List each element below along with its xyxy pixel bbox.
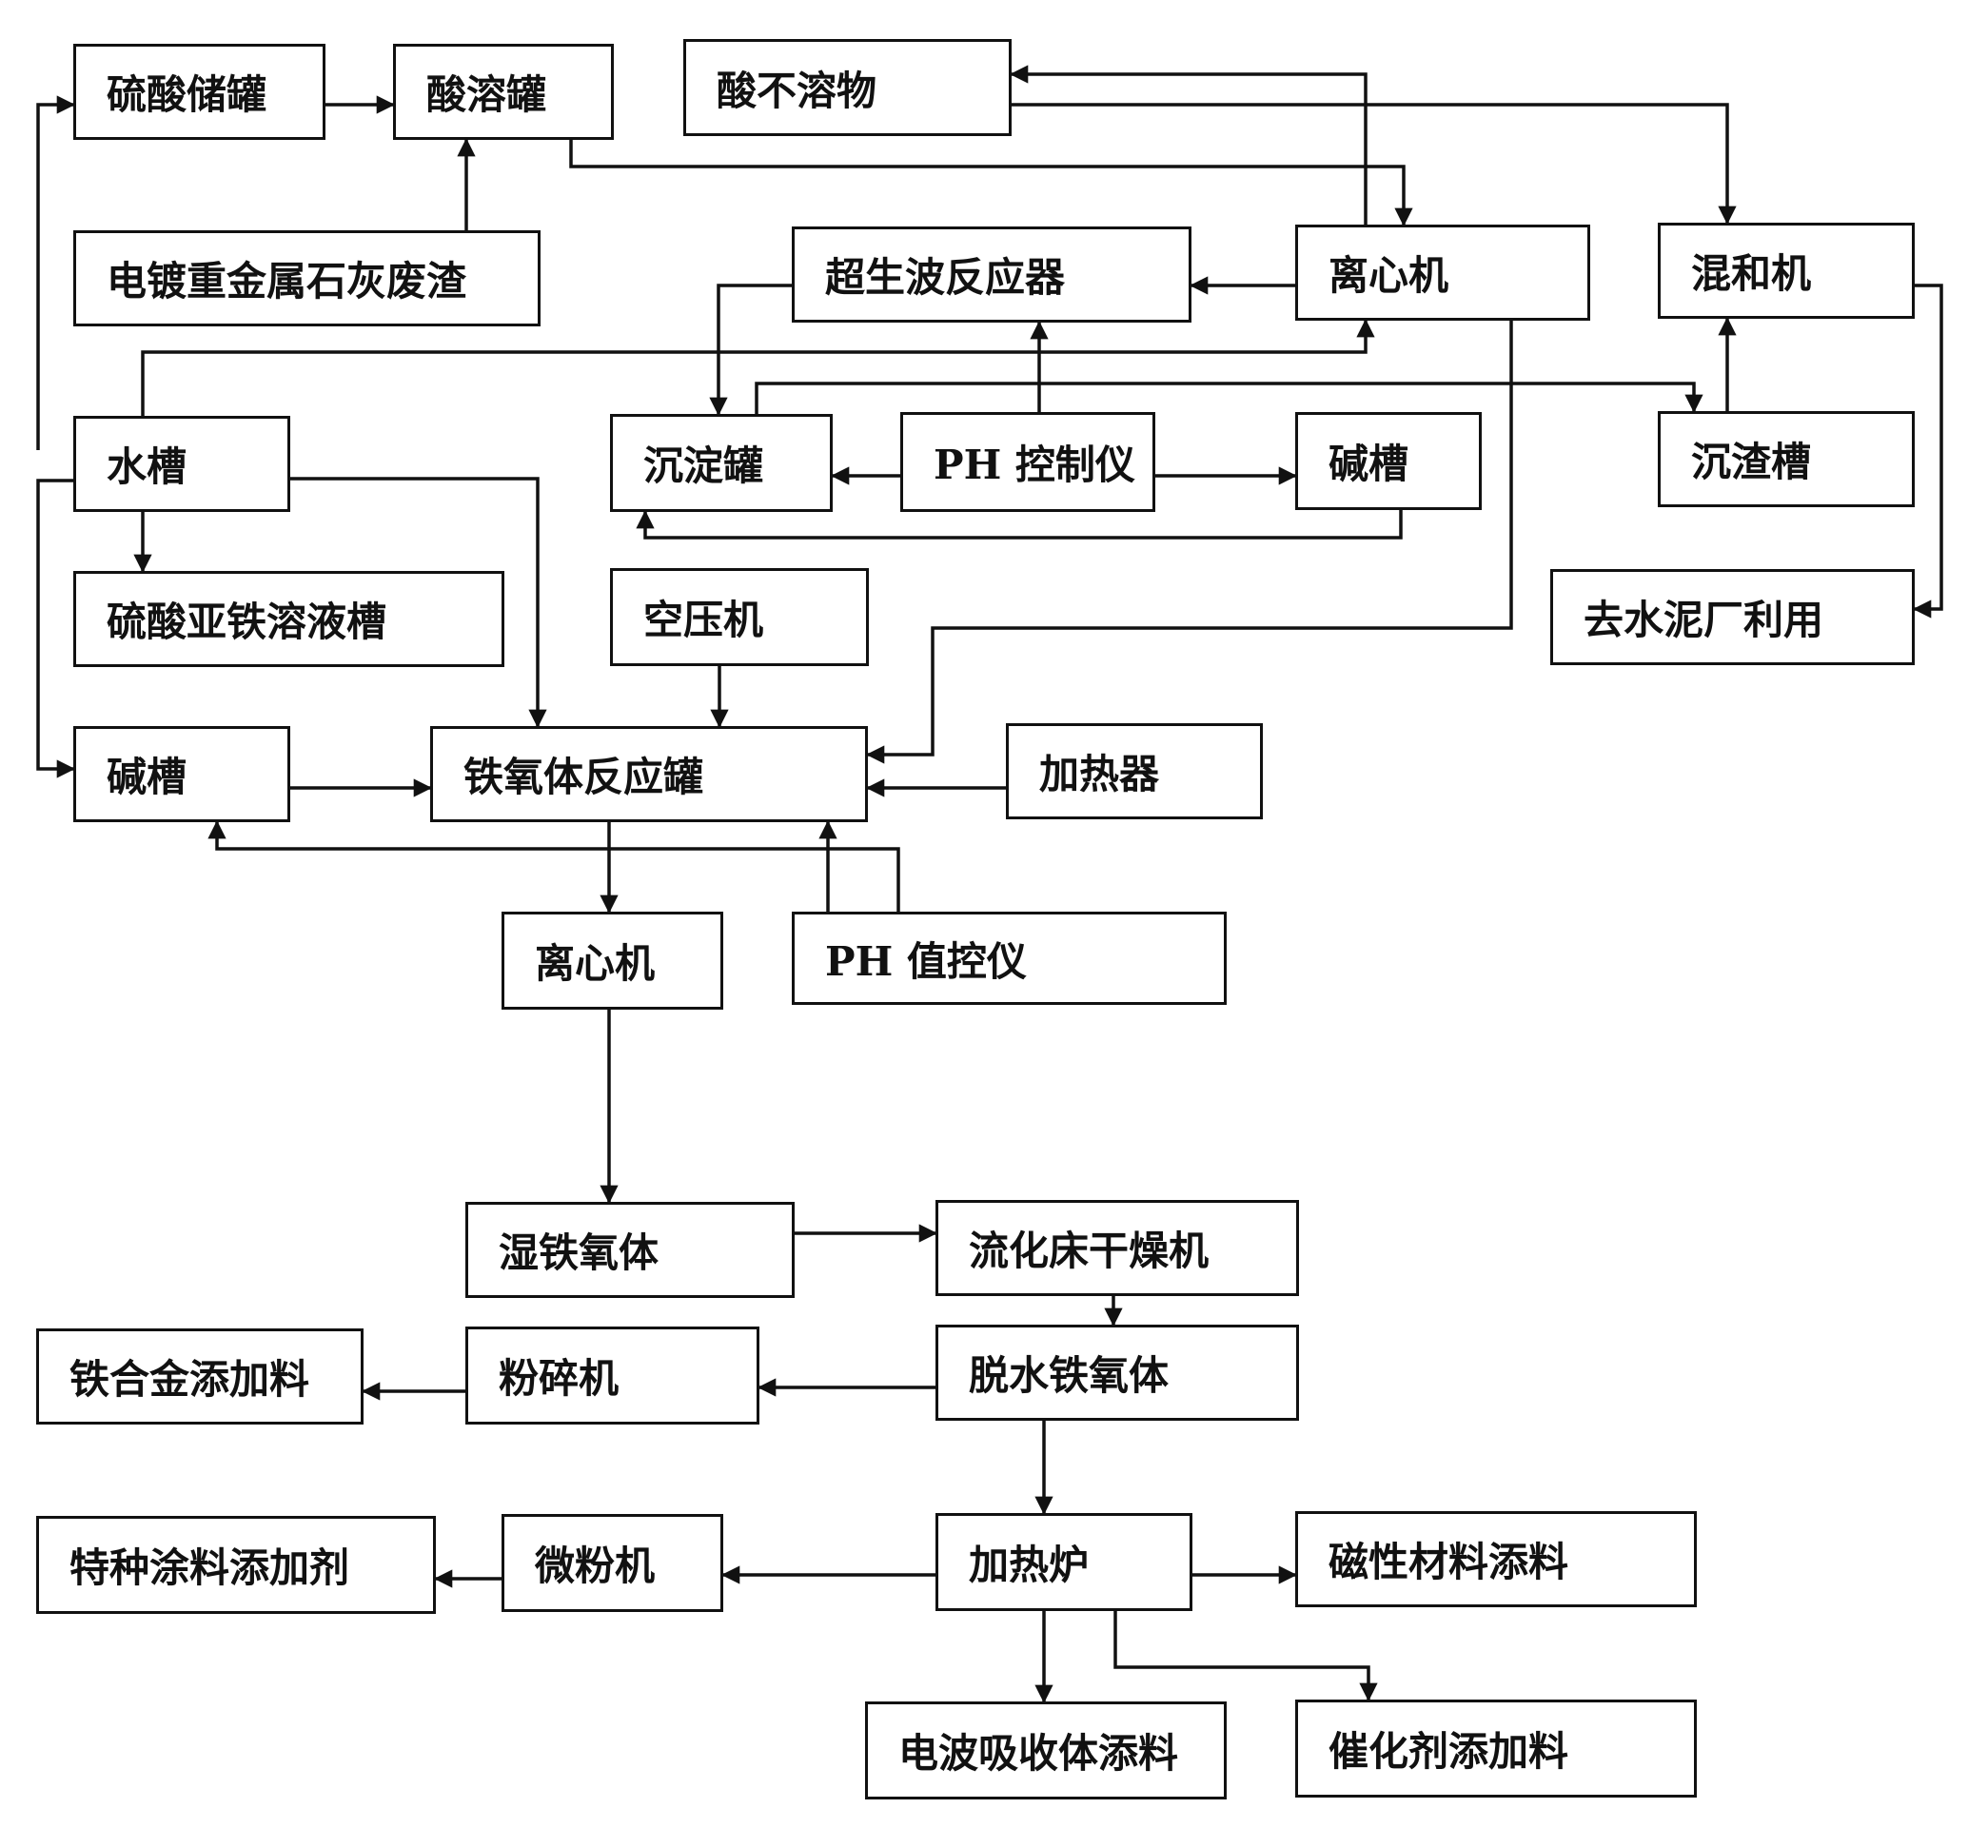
ferrite-reactor-label: 铁氧体反应罐 (463, 754, 704, 800)
arrow-centrifuge-to-insoluble (1010, 65, 1368, 225)
ph-value-controller-label: PH 值控仪 (825, 937, 1027, 985)
arrow-ph-value-to-alkali-left (207, 820, 900, 912)
wave-absorber-additive-label: 电波吸收体添料 (898, 1730, 1179, 1777)
arrow-water-to-ferrite-reactor (290, 477, 547, 728)
ferrous-sulfate-tank-label: 硫酸亚铁溶液槽 (107, 599, 387, 645)
air-compressor-label: 空压机 (643, 597, 764, 643)
alkali-tank-top-label: 碱槽 (1329, 441, 1409, 487)
acid-dissolve-tank-box: 酸溶罐 (393, 44, 614, 140)
ultrasonic-reactor-label: 超生波反应器 (825, 254, 1066, 301)
furnace-label: 加热炉 (969, 1542, 1090, 1588)
ferrite-reactor-box: 铁氧体反应罐 (430, 726, 868, 822)
heater-label: 加热器 (1039, 751, 1160, 797)
ph-controller-label: PH 控制仪 (934, 442, 1135, 488)
dehydrated-ferrite-box: 脱水铁氧体 (935, 1325, 1299, 1421)
crusher-label: 粉碎机 (499, 1355, 620, 1402)
crusher-box: 粉碎机 (465, 1327, 759, 1425)
arrow-insoluble-to-mixer (1012, 103, 1737, 225)
slag-tank-label: 沉渣槽 (1691, 439, 1812, 485)
ferrous-sulfate-tank-box: 硫酸亚铁溶液槽 (73, 571, 504, 667)
water-tank-label: 水槽 (107, 443, 187, 490)
sulfuric-acid-tank-box: 硫酸储罐 (73, 44, 325, 140)
ferroalloy-additive-box: 铁合金添加料 (36, 1328, 364, 1425)
lime-residue-label: 电镀重金属石灰废渣 (107, 258, 467, 305)
arrow-water-to-alkali-left (36, 479, 75, 778)
fluid-bed-dryer-label: 流化床干燥机 (969, 1228, 1210, 1274)
sulfuric-acid-tank-label: 硫酸储罐 (107, 71, 267, 118)
slag-tank-box: 沉渣槽 (1658, 411, 1915, 507)
arrow-settling-to-slag (755, 382, 1703, 414)
arrow-furnace-to-catalyst (1113, 1611, 1378, 1701)
micro-mill-box: 微粉机 (502, 1514, 723, 1612)
acid-dissolve-tank-label: 酸溶罐 (426, 71, 547, 118)
centrifuge-mid-box: 离心机 (502, 912, 723, 1010)
water-tank-box: 水槽 (73, 416, 290, 512)
centrifuge-mid-label: 离心机 (535, 940, 656, 987)
fluid-bed-dryer-box: 流化床干燥机 (935, 1200, 1299, 1296)
cement-plant-box: 去水泥厂利用 (1550, 569, 1915, 665)
centrifuge-top-label: 离心机 (1329, 252, 1449, 299)
ph-controller-box: PH 控制仪 (900, 412, 1155, 512)
settling-tank-label: 沉淀罐 (643, 442, 764, 489)
coating-additive-box: 特种涂料添加剂 (36, 1516, 436, 1614)
mixer-box: 混和机 (1658, 223, 1915, 319)
arrow-alkali-top-to-settling (636, 510, 1403, 540)
wave-absorber-additive-box: 电波吸收体添料 (865, 1701, 1227, 1799)
arrow-water-to-sulfuric (36, 95, 75, 450)
coating-additive-label: 特种涂料添加剂 (69, 1544, 350, 1591)
arrow-acid-tank-to-centrifuge (569, 140, 1413, 226)
ferroalloy-additive-label: 铁合金添加料 (69, 1356, 310, 1403)
heater-box: 加热器 (1006, 723, 1263, 819)
catalyst-additive-label: 催化剂添加料 (1329, 1728, 1569, 1775)
alkali-tank-top-box: 碱槽 (1295, 412, 1482, 510)
wet-ferrite-box: 湿铁氧体 (465, 1202, 795, 1298)
magnetic-additive-label: 磁性材料添料 (1329, 1539, 1569, 1585)
mixer-label: 混和机 (1691, 250, 1812, 297)
acid-insoluble-box: 酸不溶物 (683, 39, 1012, 136)
alkali-tank-left-label: 碱槽 (107, 754, 187, 800)
wet-ferrite-label: 湿铁氧体 (499, 1229, 659, 1276)
furnace-box: 加热炉 (935, 1513, 1192, 1611)
cement-plant-label: 去水泥厂利用 (1584, 597, 1824, 643)
arrow-ultrasonic-to-settling (709, 284, 792, 416)
air-compressor-box: 空压机 (610, 568, 869, 666)
ultrasonic-reactor-box: 超生波反应器 (792, 226, 1191, 323)
arrow-water-to-centrifuge (141, 319, 1375, 416)
micro-mill-label: 微粉机 (535, 1543, 656, 1589)
settling-tank-box: 沉淀罐 (610, 414, 833, 512)
arrow-mixer-to-cement (1913, 284, 1943, 619)
catalyst-additive-box: 催化剂添加料 (1295, 1700, 1697, 1798)
ph-value-controller-box: PH 值控仪 (792, 912, 1227, 1005)
lime-residue-box: 电镀重金属石灰废渣 (73, 230, 541, 326)
centrifuge-top-box: 离心机 (1295, 225, 1590, 321)
acid-insoluble-label: 酸不溶物 (717, 67, 877, 114)
magnetic-additive-box: 磁性材料添料 (1295, 1511, 1697, 1607)
dehydrated-ferrite-label: 脱水铁氧体 (969, 1352, 1170, 1399)
alkali-tank-left-box: 碱槽 (73, 726, 290, 822)
arrow-centrifuge-to-reactor (866, 321, 1513, 764)
